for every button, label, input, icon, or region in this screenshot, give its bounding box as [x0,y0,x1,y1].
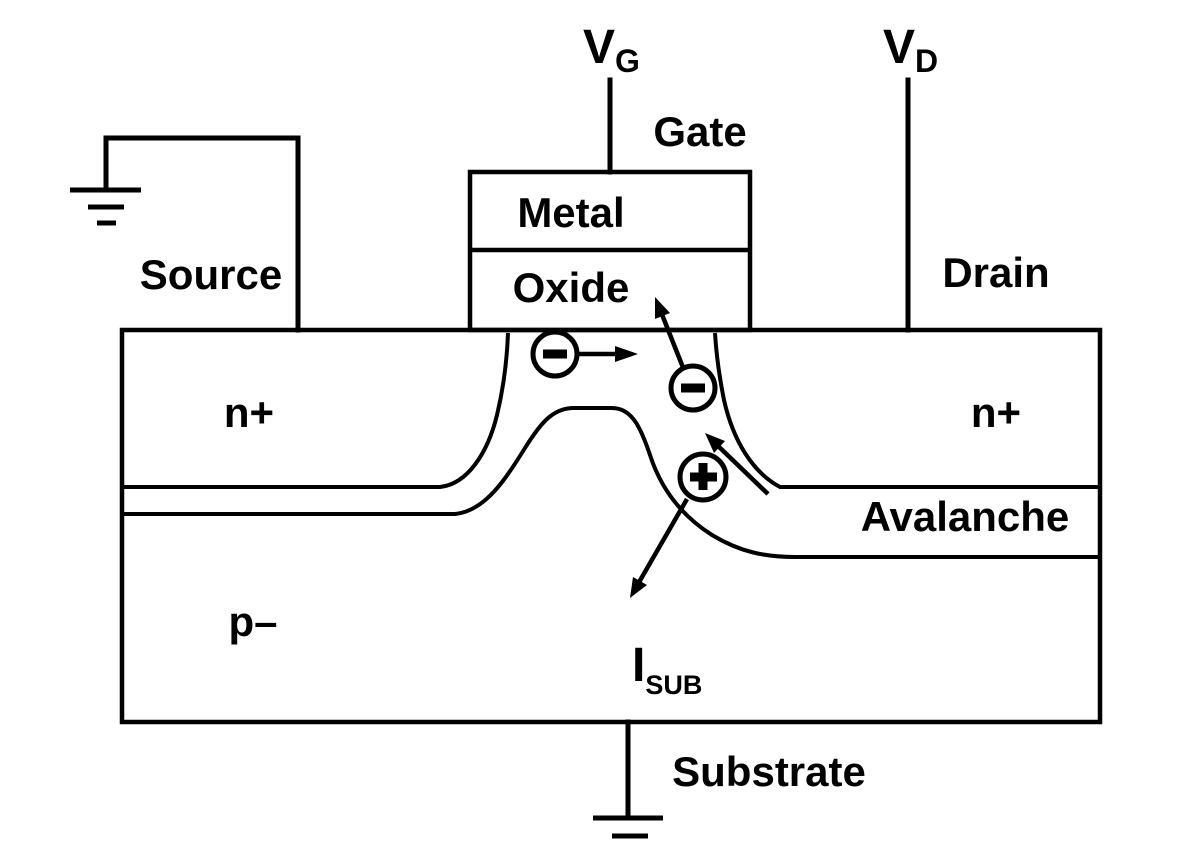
source-wire [103,135,301,333]
p-body-label: p– [228,598,277,645]
avalanche-label: Avalanche [861,493,1070,540]
ground-icon-bottom [593,815,663,839]
metal-label: Metal [517,189,624,236]
electron-drift-arrow [579,346,638,362]
electron-injected-icon [668,363,718,413]
drain-junction-curve [713,332,1100,489]
gate-injection-arrow [655,297,687,371]
gate-label: Gate [653,108,746,155]
source-junction-curve [122,332,510,489]
substrate-current-arrow [630,497,689,598]
substrate-label: Substrate [672,748,866,795]
n-plus-drain-label: n+ [971,389,1021,436]
avalanche-arrow [705,433,770,496]
hole-icon [677,451,729,503]
drain-label: Drain [942,249,1049,296]
vd-label: VD [883,21,938,79]
ground-icon [70,187,141,226]
vg-label: VG [583,21,640,79]
source-label: Source [140,251,282,298]
depletion-boundary-curve [122,406,1100,559]
oxide-label: Oxide [513,264,630,311]
isub-label: ISUB [632,639,702,700]
electron-channel-icon [530,329,580,379]
n-plus-source-label: n+ [224,389,274,436]
